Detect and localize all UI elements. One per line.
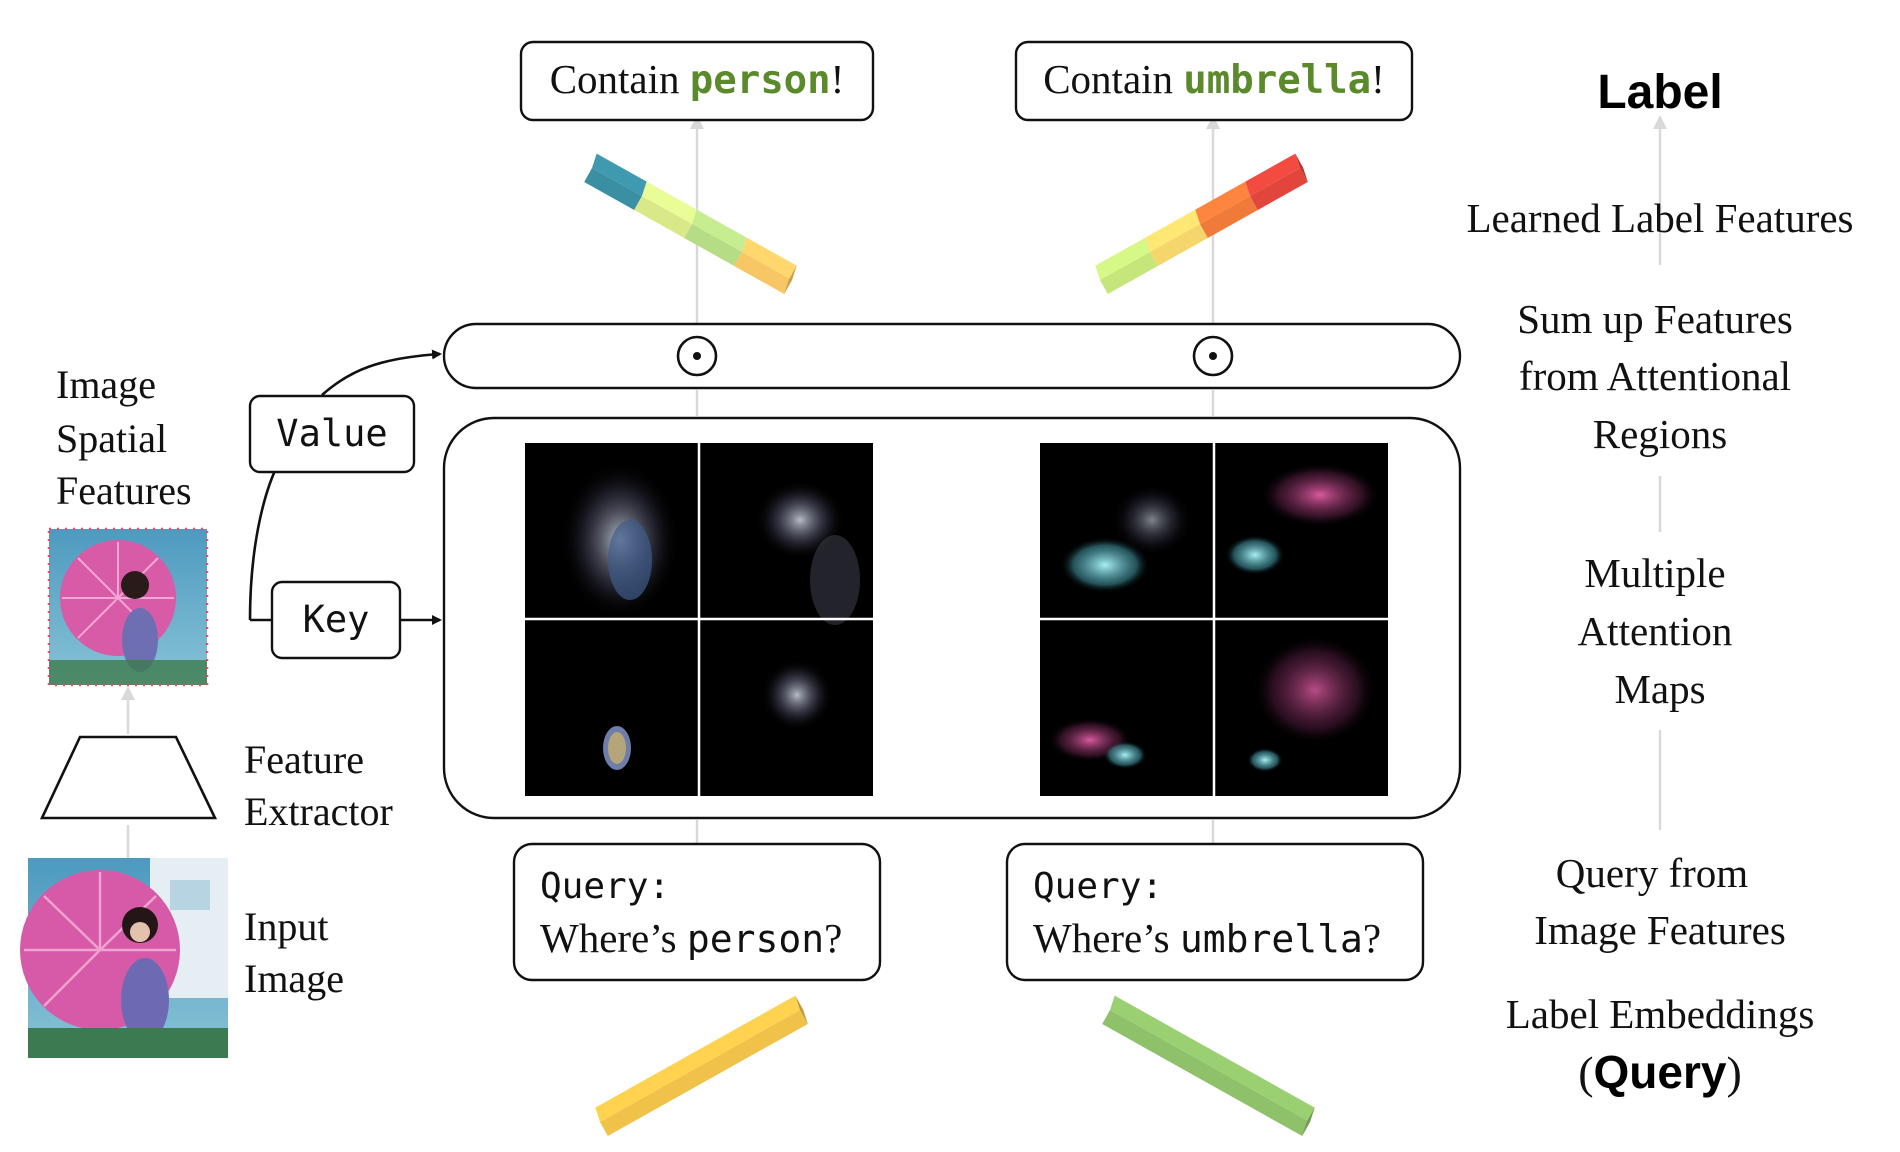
sum-up-pill — [442, 322, 1462, 390]
learned-feature-bar-umbrella — [1095, 153, 1308, 294]
left-panel: Image Spatial Features Feature — [20, 362, 393, 1058]
label-embedding-bar-umbrella-segment-top — [1110, 995, 1315, 1122]
learned-feature-bar-umbrella-segment — [1150, 224, 1208, 266]
learned-feature-bar-person-segment-top — [592, 153, 647, 196]
attention-map-icon — [560, 460, 680, 620]
query-text-umbrella: Where’s umbrella? — [1033, 915, 1381, 961]
label-embedding-bar-person — [595, 995, 808, 1136]
query-from-text-line2: Image Features — [1534, 907, 1786, 953]
attention-map-icon — [755, 480, 860, 625]
key-label: Key — [303, 598, 370, 641]
learned-feature-bar-person-segment — [684, 224, 742, 266]
label-embedding-bar-umbrella-segment — [1102, 1010, 1310, 1136]
input-image-label-line1: Input — [244, 904, 328, 949]
hadamard-product-icon — [1192, 335, 1234, 377]
label-embedding-bar-person-end-cap — [795, 995, 808, 1024]
label-heading: Label — [1597, 66, 1722, 119]
learned-feature-bar-person-end-cap — [784, 265, 797, 294]
learned-feature-bar-person — [584, 153, 797, 294]
attention-map-icon — [1048, 718, 1147, 769]
learned-feature-bar-umbrella-segment-top — [1195, 181, 1250, 224]
attention-map-icon — [1060, 484, 1192, 593]
spatial-features-label-line3: Features — [56, 468, 192, 513]
output-box-person: Contain person! — [519, 40, 875, 122]
output-text-umbrella: Contain umbrella! — [1043, 56, 1385, 103]
value-arrow — [321, 349, 442, 396]
attention-maps-text-line2: Attention — [1578, 608, 1733, 654]
attention-grid-umbrella — [1040, 443, 1388, 796]
learned-feature-bar-umbrella-segment — [1200, 196, 1258, 238]
sum-up-text-line2: from Attentional — [1519, 353, 1791, 399]
attention-maps-panel — [442, 416, 1462, 820]
feature-extractor-label-line1: Feature — [244, 737, 364, 782]
query-text-person: Where’s person? — [540, 915, 842, 961]
feature-extractor-label-line2: Extractor — [244, 789, 393, 834]
value-box: Value — [248, 394, 416, 474]
attention-maps-text-line1: Multiple — [1584, 550, 1725, 596]
trapezoid-extractor-icon — [39, 735, 218, 820]
hadamard-product-icon — [676, 335, 718, 377]
learned-feature-bar-person-segment-top — [692, 209, 747, 252]
learned-label-features-text: Learned Label Features — [1466, 195, 1853, 241]
attention-map-icon — [1247, 635, 1377, 772]
learned-feature-bar-umbrella-segment-top — [1245, 153, 1300, 196]
label-embeddings-text: Label Embeddings — [1506, 991, 1815, 1037]
input-photo-icon — [20, 858, 228, 1058]
attention-map-icon — [761, 659, 833, 731]
spatial-features-label-line2: Spatial — [56, 416, 167, 461]
right-column: Label Learned Label Features Sum up Feat… — [1466, 66, 1853, 1098]
attention-map-icon — [1225, 463, 1380, 575]
sum-up-text-line3: Regions — [1593, 411, 1727, 457]
attention-grid-person — [525, 443, 873, 796]
label-embedding-bar-person-segment — [600, 1010, 808, 1136]
query-paren-text: (Query) — [1578, 1046, 1742, 1098]
query-label-person: Query: — [540, 866, 670, 907]
value-key-path: Value Key — [248, 349, 442, 660]
learned-feature-bar-umbrella-end-cap — [1295, 153, 1308, 182]
query-label-umbrella: Query: — [1033, 866, 1163, 907]
query-box-umbrella: Query: Where’s umbrella? — [1005, 842, 1425, 982]
query-from-text-line1: Query from — [1556, 850, 1749, 896]
output-box-umbrella: Contain umbrella! — [1014, 40, 1414, 122]
spatial-feature-photo-icon — [47, 527, 209, 687]
attention-maps-text-line3: Maps — [1614, 666, 1705, 712]
learned-feature-bar-umbrella-segment — [1100, 252, 1158, 294]
learned-feature-bar-umbrella-segment-top — [1095, 237, 1150, 280]
learned-feature-bar-person-segment — [634, 196, 692, 238]
sum-up-text-line1: Sum up Features — [1517, 296, 1793, 342]
key-box: Key — [270, 580, 402, 660]
input-image-label-line2: Image — [244, 956, 344, 1001]
learned-feature-bar-person-segment-top — [642, 181, 697, 224]
query-box-person: Query: Where’s person? — [512, 842, 882, 982]
value-label: Value — [276, 412, 387, 455]
label-embedding-bar-umbrella-end-cap — [1302, 1107, 1315, 1136]
learned-feature-bar-umbrella-segment-top — [1145, 209, 1200, 252]
learned-feature-bar-person-segment — [584, 168, 642, 210]
attention-map-icon — [603, 726, 631, 770]
learned-feature-bar-umbrella-segment — [1250, 168, 1308, 210]
output-text-person: Contain person! — [550, 56, 845, 103]
spatial-features-label-line1: Image — [56, 362, 156, 407]
label-embedding-bar-person-segment-top — [595, 995, 800, 1122]
learned-feature-bar-person-segment-top — [742, 237, 797, 280]
label-embedding-bar-umbrella — [1102, 995, 1315, 1136]
learned-feature-bar-person-segment — [734, 252, 792, 294]
